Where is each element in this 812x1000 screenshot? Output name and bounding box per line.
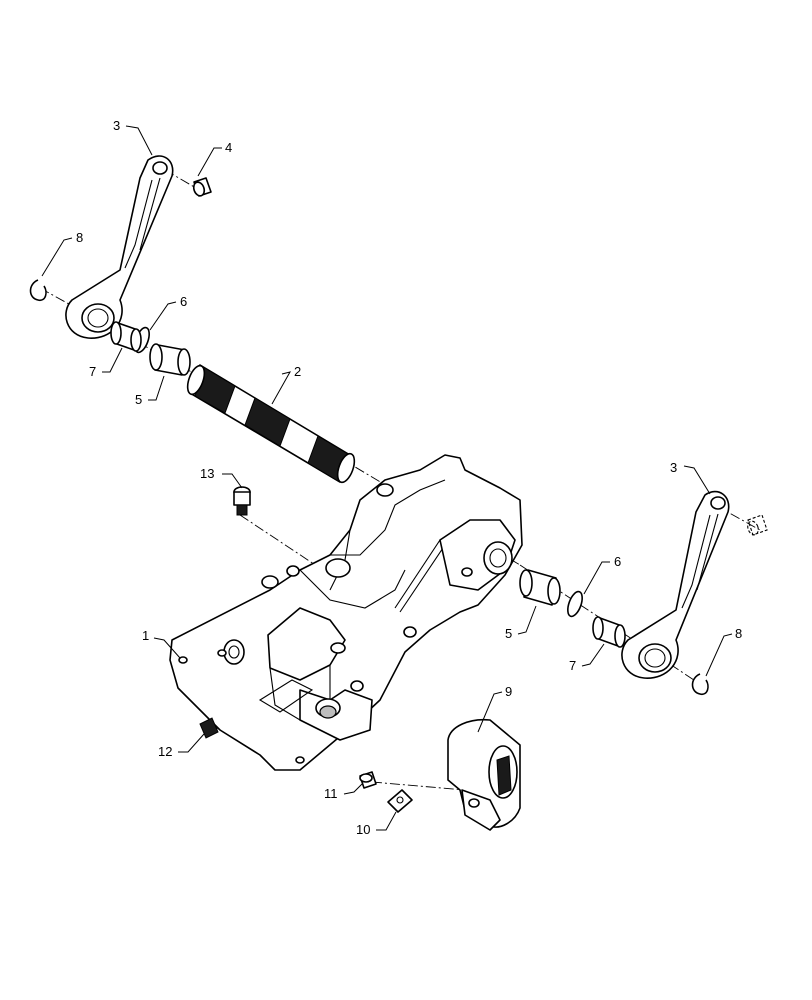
cylinder-part-9 [447, 718, 521, 831]
plug-part-13 [233, 486, 251, 516]
housing-part-1 [169, 454, 523, 771]
callout-3-right: 3 [670, 460, 677, 475]
snap-ring-part-8 [29, 279, 709, 696]
callout-5-right: 5 [505, 626, 512, 641]
lift-arm-part-3-right [621, 490, 730, 679]
callout-4: 4 [225, 140, 232, 155]
callout-11: 11 [324, 786, 338, 801]
bushing-part-5 [149, 343, 561, 606]
callout-9: 9 [505, 684, 512, 699]
callout-6-left: 6 [180, 294, 187, 309]
callout-13: 13 [200, 466, 214, 481]
callout-3-left: 3 [113, 118, 120, 133]
callout-8-right: 8 [735, 626, 742, 641]
bushing-part-7 [110, 321, 626, 648]
callout-6-right: 6 [614, 554, 621, 569]
splined-shaft-part-2 [186, 364, 356, 484]
callout-10: 10 [356, 822, 370, 837]
set-screw-part-12 [199, 717, 219, 739]
callout-2: 2 [294, 364, 301, 379]
callout-7-left: 7 [89, 364, 96, 379]
callout-7-right: 7 [569, 658, 576, 673]
callout-12: 12 [158, 744, 172, 759]
bolt-part-11 [359, 771, 377, 789]
lift-arm-part-3-left [65, 155, 174, 339]
washer-part-10 [387, 789, 413, 813]
leader-lines [41, 125, 733, 831]
callout-1: 1 [142, 628, 149, 643]
pin-part-4 [192, 177, 768, 536]
callout-labels: 1 2 3 3 4 5 5 6 6 7 7 8 8 9 10 11 12 13 [76, 118, 742, 837]
callout-5-left: 5 [135, 392, 142, 407]
callout-8-left: 8 [76, 230, 83, 245]
